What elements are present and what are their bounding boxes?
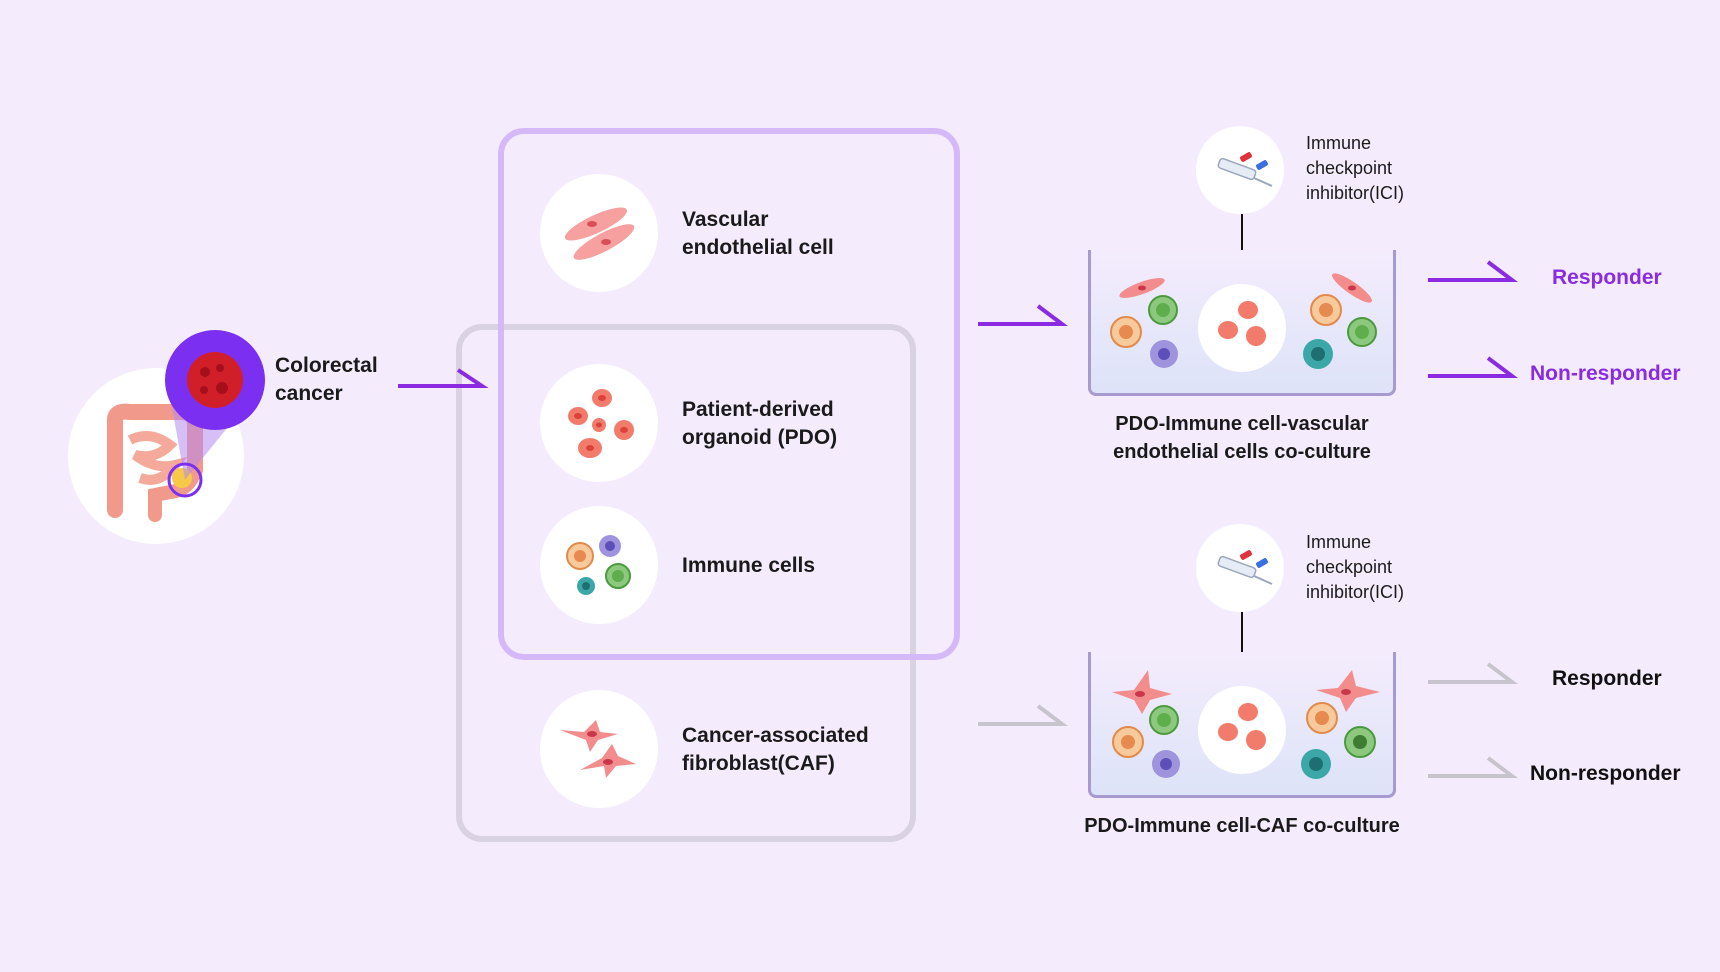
bottom-nonresponder-arrow [1428,756,1518,778]
bottom-responder-label: Responder [1552,667,1662,690]
arrow-to-cells [398,368,489,388]
bottom-responder-arrow [1428,662,1518,684]
immune-label: Immune cells [682,554,816,577]
syringe-icon [1217,550,1273,585]
fibroblast-circle [540,690,658,808]
top-nonresponder-label: Non-responder [1530,362,1681,385]
top-responder-label: Responder [1552,266,1662,289]
bottom-culture-cells [1112,670,1380,779]
bottom-culture-caption: PDO-Immune cell-CAF co-culture [1084,815,1400,837]
fibroblast-icon [560,720,636,778]
colorectal-cancer-label: Colorectal cancer [275,354,378,405]
bottom-nonresponder-label: Non-responder [1530,762,1681,785]
syringe-icon [1217,152,1273,187]
tumor-magnifier-icon [165,330,265,498]
immune-circle [540,506,658,624]
top-ici-label: Immune checkpoint inhibitor(ICI) [1306,133,1405,203]
top-nonresponder-arrow [1428,356,1518,378]
immune-cells-icon [566,535,631,595]
bottom-ici-label: Immune checkpoint inhibitor(ICI) [1306,532,1405,602]
endothelial-circle [540,174,658,292]
arrow-to-bottom-culture [978,704,1068,726]
top-culture-caption: PDO-Immune cell-vascular endothelial cel… [1113,413,1371,463]
endothelial-cell-icon [564,207,635,260]
top-responder-arrow [1428,260,1518,282]
fibroblast-label: Cancer-associated fibroblast(CAF) [682,724,869,775]
organoid-icon [568,389,634,458]
organoid-label: Patient-derived organoid (PDO) [682,398,838,449]
arrow-to-top-culture [978,304,1068,326]
vascular-group-frame [498,128,960,660]
top-culture-cells [1110,273,1377,372]
caf-group-frame [456,324,916,842]
endothelial-label: Vascular endothelial cell [682,208,834,259]
